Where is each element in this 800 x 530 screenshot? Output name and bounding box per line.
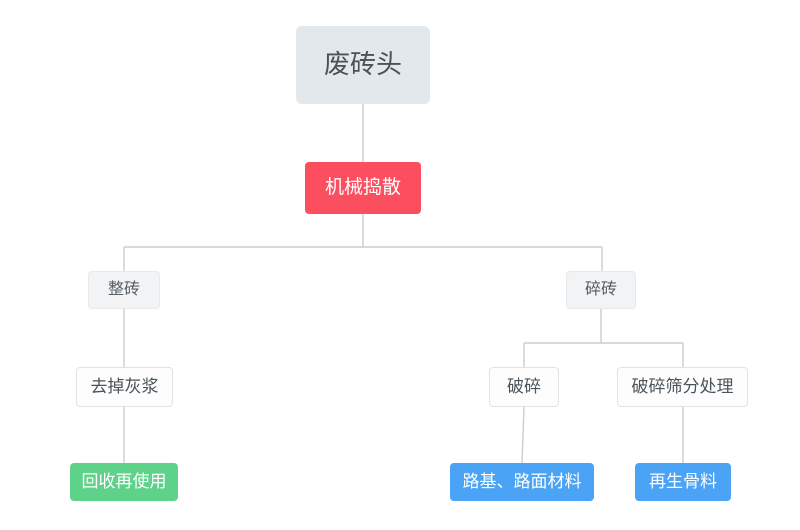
- node-broken-brick[interactable]: 碎砖: [566, 271, 636, 309]
- node-crush-screen[interactable]: 破碎筛分处理: [617, 367, 748, 407]
- node-recycled-aggregate[interactable]: 再生骨料: [635, 463, 731, 501]
- node-remove-mortar[interactable]: 去掉灰浆: [76, 367, 173, 407]
- node-crush[interactable]: 破碎: [489, 367, 559, 407]
- edge-process-to-split: [123, 214, 603, 271]
- node-road-material[interactable]: 路基、路面材料: [450, 463, 594, 501]
- edge-crush-to-road: [521, 406, 525, 464]
- node-reuse[interactable]: 回收再使用: [70, 463, 178, 501]
- node-process[interactable]: 机械捣散: [305, 162, 421, 214]
- node-root[interactable]: 废砖头: [296, 26, 430, 104]
- edge-broken-to-split: [523, 309, 684, 367]
- node-whole-brick[interactable]: 整砖: [88, 271, 160, 309]
